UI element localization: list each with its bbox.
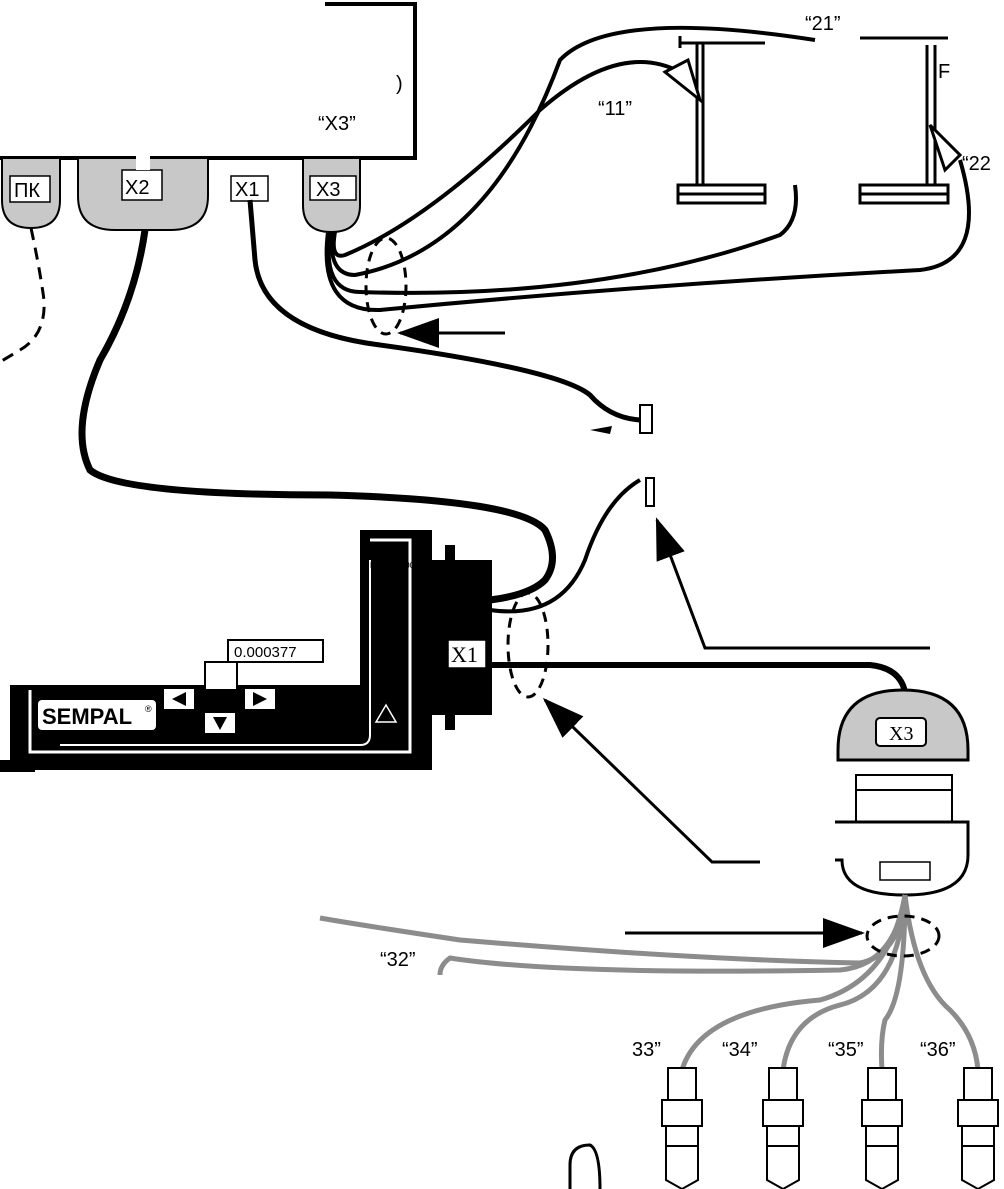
right-arrow-button[interactable]: [243, 687, 277, 711]
cable-label-32: “32”: [380, 949, 416, 971]
x3-sensor-cables: [324, 25, 971, 313]
svg-text:F: F: [938, 61, 950, 83]
x3-top-connector[interactable]: X3: [302, 157, 361, 234]
cable-label-22: “22: [962, 153, 991, 175]
grey-sensor-cables: [319, 894, 981, 1071]
x2-connector[interactable]: X2: [77, 140, 209, 231]
cable-label-11: “11”: [598, 98, 632, 120]
x1-device-label: X1: [451, 642, 478, 667]
bnc-connector-33[interactable]: [661, 1067, 703, 1189]
device-display: 0.000377: [234, 644, 297, 661]
mains-label: СЕТЬ: [374, 725, 401, 736]
partial-shape: [568, 1143, 602, 1189]
dashed-bundle-top: [364, 236, 408, 336]
svg-text:CO.LTD: CO.LTD: [102, 733, 127, 740]
dashed-bundle-bottom: [865, 914, 941, 958]
bnc-connectors: [661, 1067, 999, 1189]
x3-bottom-label: X3: [889, 723, 913, 745]
pk-dashed-cable: [0, 227, 46, 364]
dashed-bundle-device: [506, 591, 550, 699]
x1-device-connector[interactable]: X1: [447, 639, 487, 669]
x1-top-label: X1: [235, 179, 259, 201]
cable-label-21: “21”: [805, 13, 841, 35]
terminal-block-lower: [645, 477, 655, 507]
device-side-text: ВО-6Е1-000: [370, 561, 415, 570]
bnc-connector-35[interactable]: [861, 1067, 903, 1189]
sensor-bracket-1: [662, 36, 767, 205]
down-arrow-button[interactable]: [203, 711, 237, 735]
main-unit-box: ) “X3”: [0, 2, 417, 160]
x1-top-connector[interactable]: X1: [230, 175, 269, 202]
terminal-block-upper: [639, 404, 653, 434]
cable-label-36: “36”: [920, 1039, 956, 1061]
x2-label: X2: [125, 177, 149, 199]
black-cables: [78, 199, 908, 693]
sensor-bracket-2: F: [858, 36, 963, 205]
svg-text:): ): [396, 73, 403, 95]
x3-top-label: X3: [316, 179, 340, 201]
brand-logo: SEMPAL: [42, 704, 132, 729]
cable-label-34: “34”: [722, 1039, 758, 1061]
pk-label: ПК: [14, 180, 40, 202]
bnc-connector-36[interactable]: [957, 1067, 999, 1189]
left-arrow-button[interactable]: [162, 687, 196, 711]
svg-text:®: ®: [145, 704, 152, 714]
bnc-connector-34[interactable]: [762, 1067, 804, 1189]
x3-bottom-connector[interactable]: X3: [835, 688, 970, 897]
pointer-arrows: [397, 318, 930, 948]
x3-main-label: “X3”: [318, 113, 356, 135]
cable-label-33: 33”: [632, 1039, 661, 1061]
pk-connector[interactable]: ПК: [1, 157, 61, 230]
measurement-device: ВО-6Е1-000 0.000377 SEMPAL ® CO.LTD СЕТЬ: [0, 530, 492, 772]
cable-label-35: “35”: [828, 1039, 864, 1061]
